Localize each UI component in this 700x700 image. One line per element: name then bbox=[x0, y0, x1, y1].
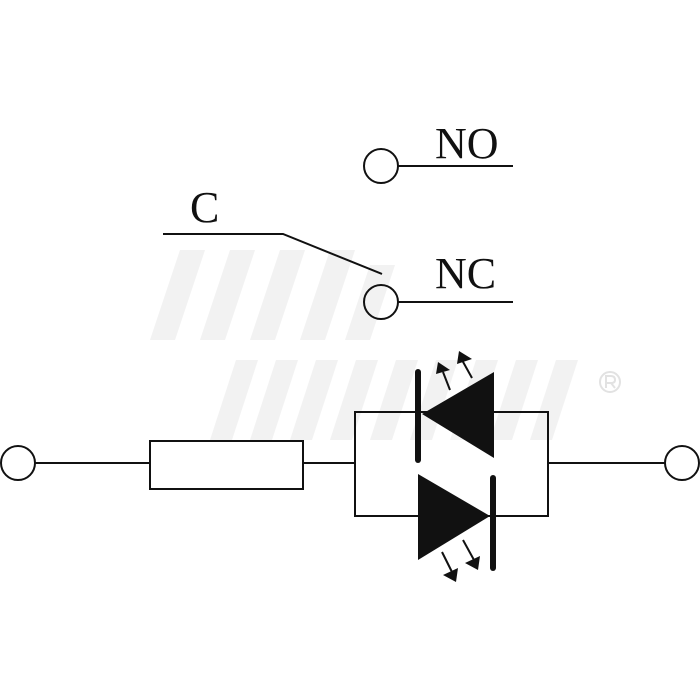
label-nc: NC bbox=[435, 249, 496, 298]
label-c: C bbox=[190, 183, 219, 232]
light-arrow-icon bbox=[465, 556, 480, 570]
led-top bbox=[415, 351, 494, 463]
common-switch-contact bbox=[163, 233, 383, 275]
light-arrow-icon bbox=[457, 351, 472, 364]
led-top-triangle bbox=[422, 372, 494, 458]
watermark-line1-graphic bbox=[150, 250, 395, 340]
registered-mark-icon bbox=[599, 371, 621, 393]
label-no: NO bbox=[435, 119, 499, 168]
watermark-line2-graphic bbox=[210, 360, 578, 440]
light-arrow-icon bbox=[442, 371, 451, 391]
light-arrow-icon bbox=[461, 359, 473, 379]
light-arrow-icon bbox=[436, 362, 450, 374]
led-bottom bbox=[418, 474, 496, 582]
left-terminal bbox=[0, 445, 36, 481]
led-bottom-triangle bbox=[418, 474, 490, 560]
light-arrow-icon bbox=[462, 539, 475, 561]
right-terminal bbox=[664, 445, 700, 481]
light-arrow-icon bbox=[443, 568, 458, 582]
light-arrow-icon bbox=[441, 551, 453, 573]
resistor bbox=[149, 440, 304, 490]
no-terminal bbox=[363, 148, 399, 184]
